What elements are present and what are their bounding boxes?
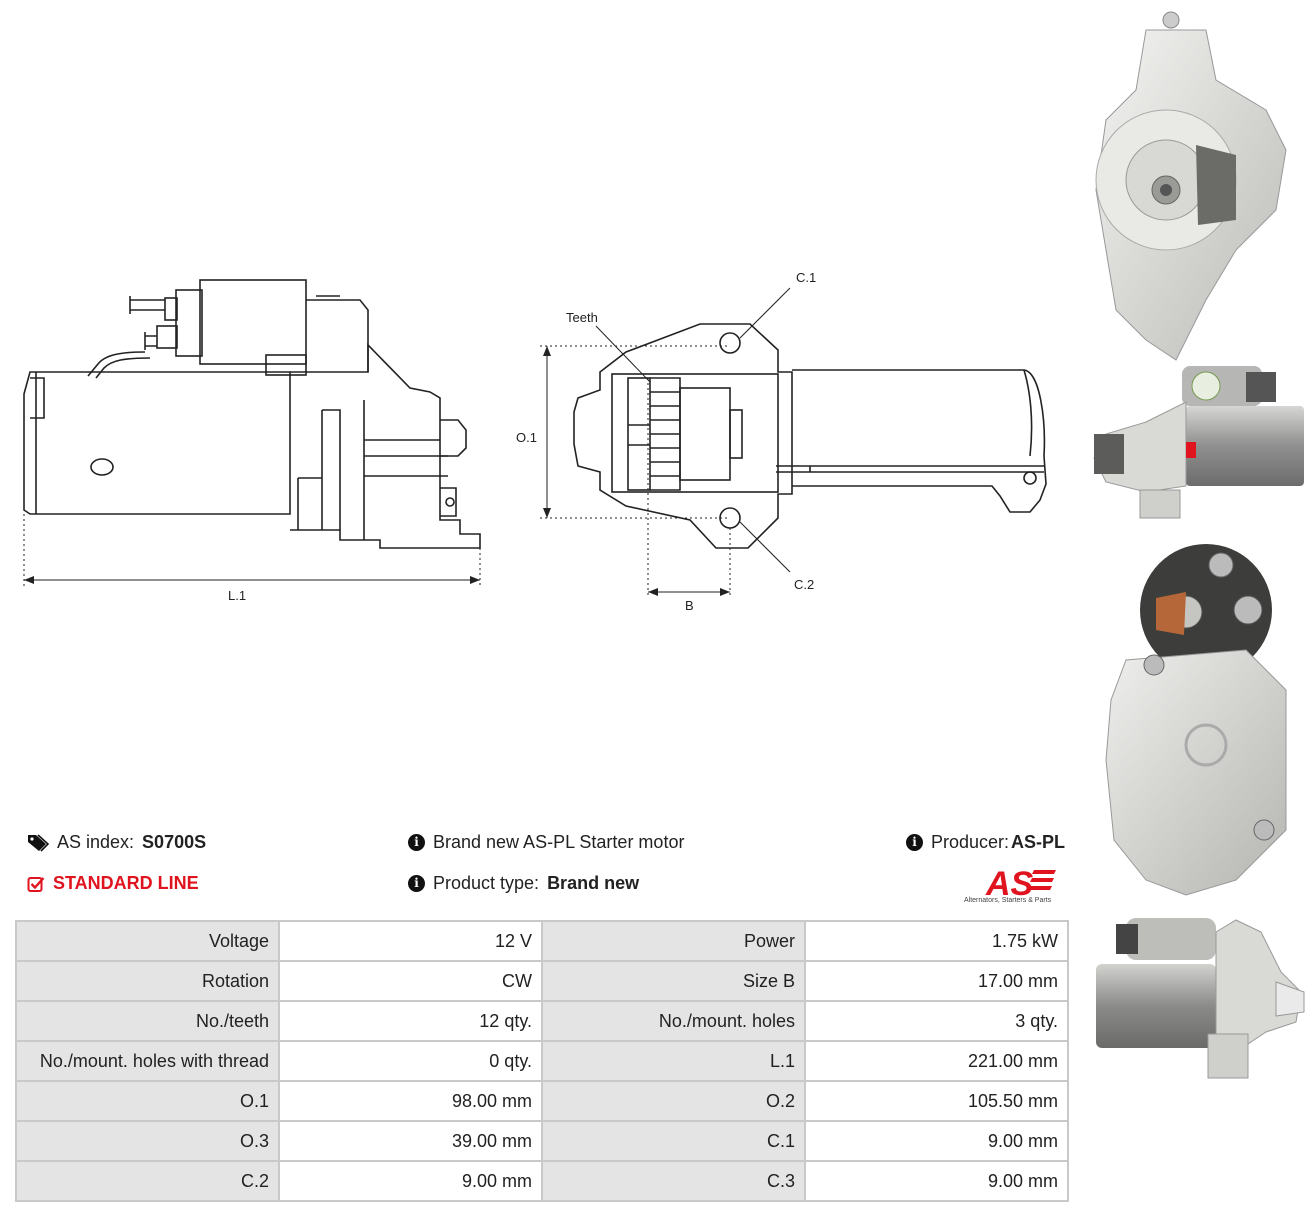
as-index-row: AS index: S0700S	[27, 832, 206, 853]
product-description: Brand new AS-PL Starter motor	[433, 832, 685, 852]
table-row: C.2 9.00 mm C.3 9.00 mm	[15, 1160, 1069, 1202]
producer-row: i Producer: AS-PL	[906, 832, 1065, 853]
spec-value: 9.00 mm	[278, 1160, 543, 1202]
spec-label: Size B	[541, 960, 806, 1002]
table-row: No./mount. holes with thread 0 qty. L.1 …	[15, 1040, 1069, 1082]
technical-drawing: L.1 O.1 B Teeth C.1 C.2	[23, 270, 1047, 613]
spec-label: Voltage	[15, 920, 280, 962]
tag-icon	[28, 833, 49, 852]
spec-value: CW	[278, 960, 543, 1002]
product-type-row: i Product type: Brand new	[408, 873, 639, 894]
spec-label: O.2	[541, 1080, 806, 1122]
description-row: i Brand new AS-PL Starter motor	[408, 832, 684, 853]
logo-mark: AS	[985, 865, 1034, 903]
info-circle-icon: i	[408, 875, 425, 892]
spec-label: L.1	[541, 1040, 806, 1082]
product-photo-top[interactable]	[1086, 912, 1311, 1084]
spec-value: 98.00 mm	[278, 1080, 543, 1122]
spec-value: 221.00 mm	[804, 1040, 1069, 1082]
spec-label: Rotation	[15, 960, 280, 1002]
teeth-label: Teeth	[566, 310, 598, 325]
spec-value: 39.00 mm	[278, 1120, 543, 1162]
producer-label: Producer:	[931, 832, 1010, 852]
side-view-drawing	[23, 279, 481, 549]
spec-value: 17.00 mm	[804, 960, 1069, 1002]
c1-label: C.1	[796, 270, 816, 285]
table-row: O.3 39.00 mm C.1 9.00 mm	[15, 1120, 1069, 1162]
spec-label: C.1	[541, 1120, 806, 1162]
specs-table: Voltage 12 V Power 1.75 kW Rotation CW S…	[15, 920, 1069, 1202]
spec-value: 0 qty.	[278, 1040, 543, 1082]
logo-tagline: Alternators, Starters & Parts	[964, 897, 1052, 904]
spec-label: Power	[541, 920, 806, 962]
spec-value: 9.00 mm	[804, 1160, 1069, 1202]
front-view-drawing	[573, 323, 1047, 549]
b-label: B	[685, 598, 694, 613]
spec-value: 12 qty.	[278, 1000, 543, 1042]
as-pl-logo: AS	[985, 865, 1056, 903]
spec-value: 3 qty.	[804, 1000, 1069, 1042]
spec-label: No./mount. holes with thread	[15, 1040, 280, 1082]
spec-label: O.1	[15, 1080, 280, 1122]
spec-label: C.2	[15, 1160, 280, 1202]
as-index-label: AS index:	[57, 832, 135, 852]
product-type-label: Product type:	[433, 873, 540, 893]
producer-value: AS-PL	[1011, 832, 1066, 852]
spec-label: No./mount. holes	[541, 1000, 806, 1042]
table-row: Rotation CW Size B 17.00 mm	[15, 960, 1069, 1002]
product-photo-side[interactable]	[1086, 362, 1311, 524]
spec-value: 105.50 mm	[804, 1080, 1069, 1122]
product-type-value: Brand new	[547, 873, 640, 893]
table-row: Voltage 12 V Power 1.75 kW	[15, 920, 1069, 962]
spec-label: O.3	[15, 1120, 280, 1162]
spec-value: 9.00 mm	[804, 1120, 1069, 1162]
o1-label: O.1	[516, 430, 537, 445]
l1-label: L.1	[228, 588, 246, 603]
spec-label: C.3	[541, 1160, 806, 1202]
check-square-icon	[27, 876, 45, 892]
c2-label: C.2	[794, 577, 814, 592]
product-line-row: STANDARD LINE	[27, 873, 199, 894]
info-circle-icon: i	[906, 834, 923, 851]
product-line: STANDARD LINE	[53, 873, 199, 893]
spec-label: No./teeth	[15, 1000, 280, 1042]
product-photo-rear[interactable]	[1086, 540, 1311, 900]
spec-value: 12 V	[278, 920, 543, 962]
spec-value: 1.75 kW	[804, 920, 1069, 962]
table-row: No./teeth 12 qty. No./mount. holes 3 qty…	[15, 1000, 1069, 1042]
product-photo-front[interactable]	[1086, 10, 1311, 362]
as-index-value: S0700S	[142, 832, 207, 852]
table-row: O.1 98.00 mm O.2 105.50 mm	[15, 1080, 1069, 1122]
info-circle-icon: i	[408, 834, 425, 851]
